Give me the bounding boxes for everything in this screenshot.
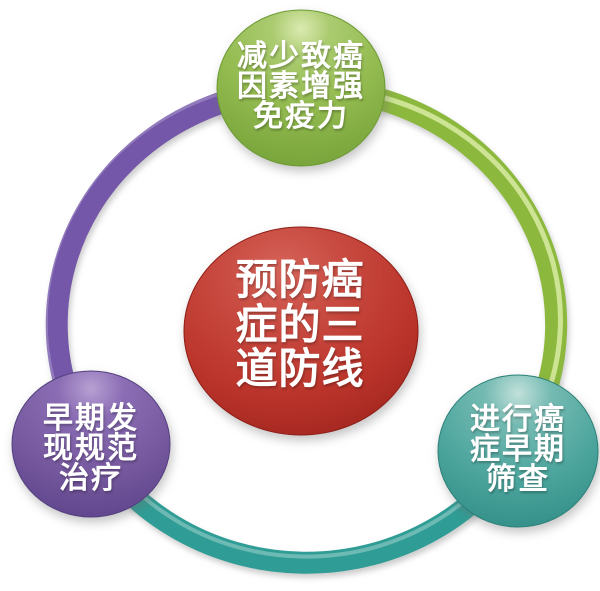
right-node-early-screening: 进行癌 症早期 筛查 — [437, 374, 599, 528]
left-node-early-detection: 早期发 现规范 治疗 — [11, 370, 171, 518]
left-node-line-2: 现规范 — [43, 431, 139, 466]
top-node-line-1: 减少致癌 — [237, 39, 365, 74]
right-node-line-3: 筛查 — [486, 462, 550, 497]
center-node-line-3: 道防线 — [235, 344, 364, 393]
ring-arc-green-highlight — [305, 86, 563, 452]
top-circle-shape — [216, 9, 386, 167]
right-node-line-2: 症早期 — [470, 432, 566, 467]
top-node-line-2: 因素增强 — [237, 69, 365, 104]
right-node-line-1: 进行癌 — [470, 402, 566, 437]
ring-arc-teal-highlight — [100, 448, 510, 559]
center-node-title: 预防癌 症的三 道防线 — [183, 226, 419, 436]
left-node-line-1: 早期发 — [43, 401, 139, 436]
center-node-line-1: 预防癌 — [235, 255, 364, 304]
center-node-line-2: 症的三 — [235, 300, 364, 349]
left-node-line-3: 治疗 — [59, 461, 123, 496]
top-node-line-3: 免疫力 — [253, 99, 349, 134]
top-node-reduce-carcinogens: 减少致癌 因素增强 免疫力 — [216, 9, 386, 167]
center-circle-shape — [183, 226, 419, 436]
left-circle-shape — [11, 370, 171, 518]
right-circle-shape — [437, 374, 599, 528]
